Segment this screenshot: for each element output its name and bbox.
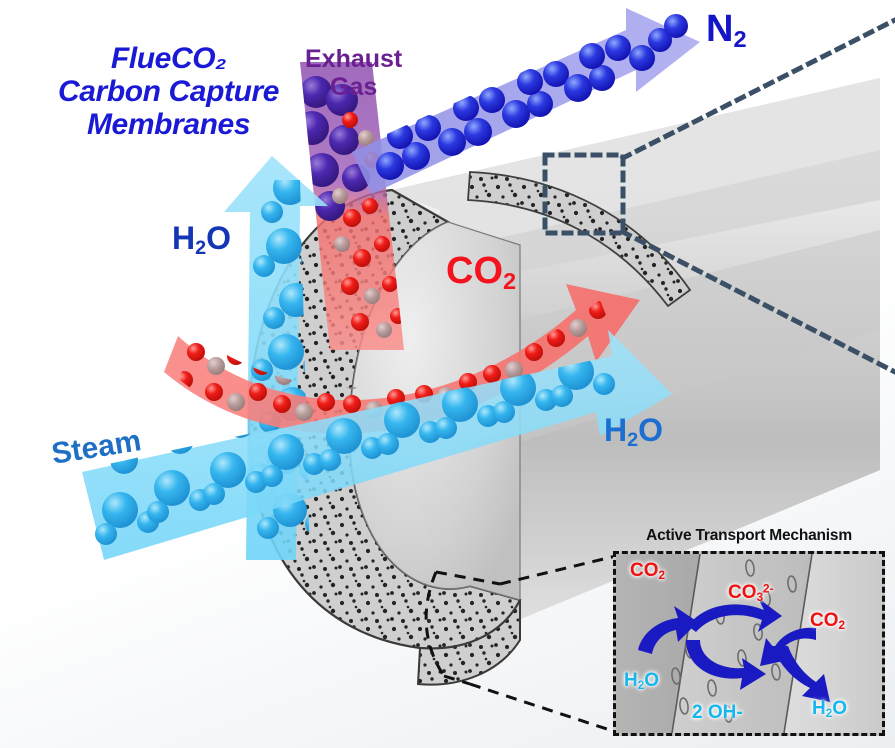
label-co2: CO2: [446, 250, 517, 294]
exhaust-line-1: Exhaust: [305, 45, 403, 73]
title-line-1: FlueCO₂: [110, 42, 227, 75]
inset-label-co2-right: CO2: [810, 610, 846, 632]
page-title: FlueCO₂ Carbon Capture Membranes: [58, 44, 279, 143]
inset-label-carbonate: CO32-: [728, 582, 774, 604]
membrane-wall: [467, 171, 692, 308]
inset-label-h2o-left: H2O: [624, 670, 660, 692]
exhaust-line-2: Gas: [330, 73, 378, 101]
inset-label-co2-left: CO2: [630, 560, 666, 582]
flue-gas-inlet-band: [300, 62, 404, 350]
callout-lower: [424, 554, 617, 734]
n2-exit-arrow: [352, 8, 700, 194]
label-n2: N2: [706, 8, 747, 52]
label-h2o-sweep: H2O: [604, 412, 664, 451]
transport-cycle-arrows: [638, 598, 830, 702]
inset-title: Active Transport Mechanism: [646, 527, 852, 544]
inset-label-h2o-right: H2O: [812, 698, 848, 720]
title-line-2: Carbon Capture: [58, 75, 280, 108]
n2-molecules: [376, 14, 688, 180]
inset-label-hydroxide: 2 OH-: [692, 702, 743, 723]
title-line-3: Membranes: [86, 108, 251, 141]
label-exhaust-gas: Exhaust Gas: [305, 45, 402, 101]
inset-active-transport: CO2 CO32- CO2 H2O 2 OH- H2O: [613, 551, 885, 736]
inset-svg: [616, 554, 882, 733]
callout-upper: [542, 17, 895, 375]
label-h2o-permeate: H2O: [172, 220, 232, 259]
